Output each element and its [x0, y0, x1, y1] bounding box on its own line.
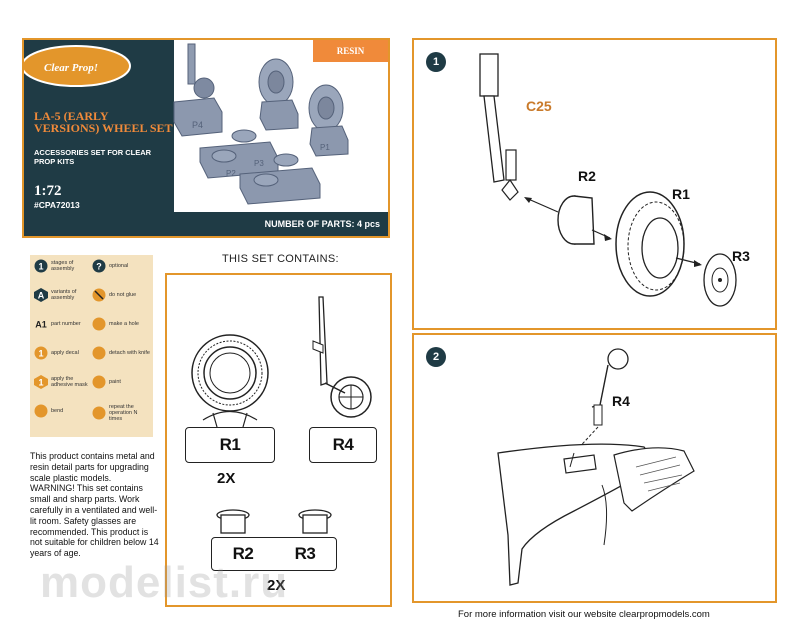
part-r4-callout: R4	[612, 393, 630, 409]
wheel-r1-drawing	[191, 334, 269, 428]
legend-item: repeat the operation N times	[92, 404, 150, 422]
step-1-drawing	[479, 53, 737, 307]
part-number-icon: A1	[35, 320, 47, 330]
part-r2-label: R2	[232, 544, 254, 563]
legend-text: do not glue	[109, 292, 137, 298]
apply-decal-icon: 1	[34, 346, 48, 360]
detach-knife-icon	[92, 346, 106, 360]
step-2-number: 2	[426, 347, 446, 367]
resin-parts-render: P4 P1 P3 P2	[173, 43, 349, 205]
quantity-r1: 2X	[217, 470, 236, 487]
description-text: This product contains metal and resin de…	[30, 451, 155, 483]
logo-text: Clear Prop!	[44, 62, 98, 74]
product-subtitle: ACCESSORIES SET FOR CLEAR PROP KITS	[34, 148, 152, 166]
optional-icon: ?	[92, 259, 106, 273]
part-r4-base: R4	[309, 427, 377, 463]
legend-item: 1 apply decal	[34, 346, 92, 360]
legend-item: detach with knife	[92, 346, 150, 360]
part-c25-label: C25	[526, 98, 552, 114]
product-code: #CPA72013	[34, 200, 80, 210]
part-r2-r3-base: R2 R3	[211, 537, 337, 571]
part-r3-label: R3	[294, 544, 316, 563]
stage-number-icon: 1	[34, 259, 48, 273]
legend-glyph: A	[38, 291, 45, 301]
hubs-r2-r3-drawing	[216, 509, 332, 534]
legend-glyph: 1	[38, 378, 43, 388]
legend-item: make a hole	[92, 317, 150, 331]
repeat-icon	[92, 406, 106, 420]
variant-icon: A	[34, 288, 48, 302]
part-mark-p3: P3	[254, 159, 264, 168]
part-r4-label: R4	[332, 435, 354, 454]
product-scale: 1:72	[34, 183, 62, 199]
assembly-step-2: 2 R4	[412, 333, 777, 603]
legend-item: 1 stages of assembly	[34, 259, 92, 273]
do-not-glue-icon	[92, 288, 106, 302]
assembly-step-1: 1 C25 R2 R1 R3	[412, 38, 777, 330]
legend-text: part number	[51, 321, 81, 327]
legend-item: ? optional	[92, 259, 150, 273]
parts-count: NUMBER OF PARTS: 4 pcs	[174, 212, 388, 236]
adhesive-mask-icon: 1	[34, 375, 48, 389]
website-footer: For more information visit our website c…	[458, 609, 710, 620]
legend-item: paint	[92, 375, 150, 389]
legend-item: 1 apply the adhesive mask	[34, 375, 92, 389]
resin-tag: RESIN	[313, 40, 388, 62]
strut-r4-drawing	[312, 296, 372, 418]
legend-text: optional	[109, 263, 129, 269]
part-mark-p4: P4	[192, 120, 203, 130]
legend-item: do not glue	[92, 288, 150, 302]
legend-text: paint	[109, 379, 121, 385]
warning-text: WARNING! This set contains small and sha…	[30, 483, 159, 559]
legend-text: apply the adhesive mask	[51, 376, 88, 388]
legend-text: repeat the operation N times	[109, 404, 138, 422]
part-mark-p2: P2	[226, 169, 236, 178]
legend-glyph: 1	[38, 262, 43, 272]
part-r1-base: R1	[185, 427, 275, 463]
legend-glyph: 1	[38, 349, 43, 359]
part-r1-label: R1	[219, 435, 241, 454]
legend-text: bend	[51, 408, 64, 414]
legend-item: bend	[34, 404, 92, 418]
product-header: P4 P1 P3 P2 Clear Prop! RESIN LA-5 (EARL…	[22, 38, 390, 238]
step-2-drawing	[497, 348, 695, 586]
part-mark-p1: P1	[320, 143, 330, 152]
quantity-r2-r3: 2X	[267, 577, 286, 594]
part-r2-callout: R2	[578, 168, 596, 184]
legend-text: make a hole	[109, 321, 139, 327]
product-description: This product contains metal and resin de…	[30, 451, 160, 559]
part-r3-callout: R3	[732, 248, 750, 264]
part-r1-callout: R1	[672, 186, 690, 202]
step-1-number: 1	[426, 52, 446, 72]
legend-text: stages of assembly	[51, 260, 75, 272]
set-contents-panel: R1 2X R4 R2 R3 2X	[165, 273, 392, 607]
legend-text: apply decal	[51, 350, 79, 356]
legend-text: detach with knife	[109, 350, 150, 356]
legend-text: variants of assembly	[51, 289, 77, 301]
make-hole-icon	[92, 317, 106, 331]
legend-glyph: ?	[96, 262, 102, 272]
legend-glyph: A1	[35, 320, 47, 330]
bend-icon	[34, 404, 48, 418]
legend-item: A1 part number	[34, 317, 92, 331]
clear-prop-logo: Clear Prop!	[24, 45, 131, 87]
set-contains-title: THIS SET CONTAINS:	[222, 253, 339, 265]
product-title: LA-5 (EARLY VERSIONS) WHEEL SET	[34, 109, 173, 135]
paint-icon	[92, 375, 106, 389]
